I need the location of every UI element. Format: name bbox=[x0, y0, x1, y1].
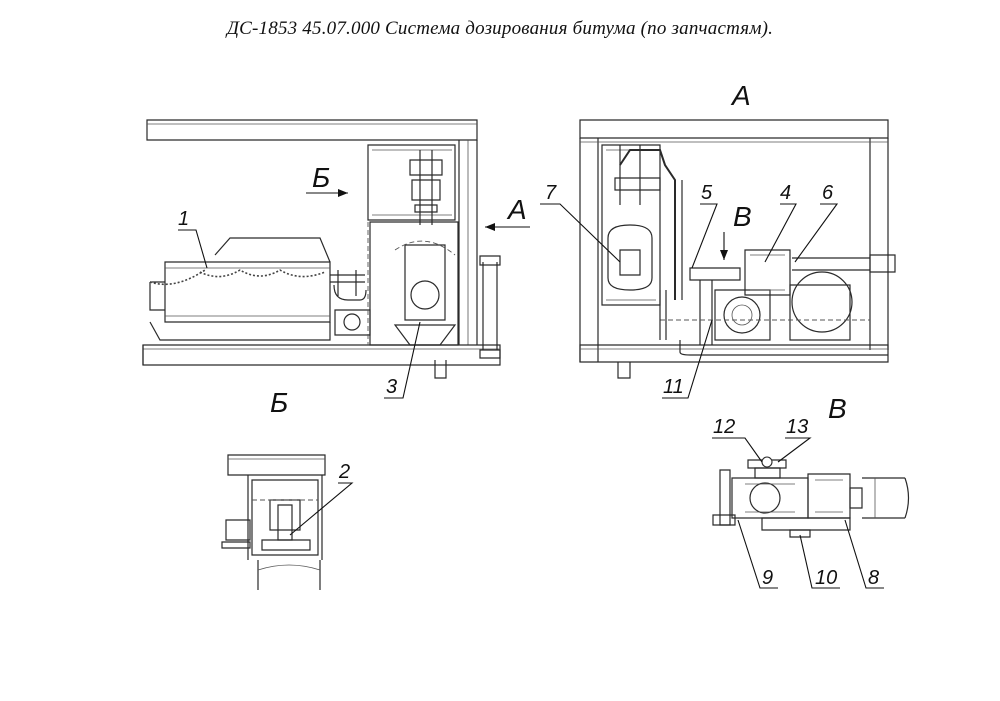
callout-10: 10 bbox=[799, 534, 840, 589]
view-v-title: В bbox=[828, 393, 847, 424]
view-b-title: Б bbox=[270, 387, 288, 418]
callout-3: 3 bbox=[384, 321, 421, 399]
arrow-b-label: Б bbox=[312, 162, 330, 193]
svg-text:13: 13 bbox=[786, 416, 808, 438]
arrow-a-label: А bbox=[506, 194, 527, 225]
svg-text:7: 7 bbox=[545, 182, 557, 204]
callout-8: 8 bbox=[844, 519, 884, 589]
arrow-v-label: В bbox=[733, 201, 752, 232]
svg-text:3: 3 bbox=[386, 376, 397, 398]
callout-2: 2 bbox=[289, 461, 354, 536]
callout-13: 13 bbox=[777, 416, 812, 463]
svg-text:9: 9 bbox=[762, 567, 773, 589]
svg-text:10: 10 bbox=[815, 567, 837, 589]
callout-11: 11 bbox=[662, 319, 713, 399]
left-main-view bbox=[142, 119, 501, 379]
view-b bbox=[221, 454, 326, 590]
svg-text:6: 6 bbox=[822, 182, 834, 204]
callout-9: 9 bbox=[737, 519, 778, 589]
callout-7: 7 bbox=[540, 182, 621, 263]
callout-4: 4 bbox=[764, 182, 797, 263]
section-arrow-a: А bbox=[485, 194, 530, 231]
view-v bbox=[712, 456, 910, 538]
callout-1: 1 bbox=[178, 208, 208, 269]
page-title: ДС-1853 45.07.000 Система дозирования би… bbox=[226, 18, 774, 39]
callout-12: 12 bbox=[712, 416, 763, 463]
svg-text:1: 1 bbox=[178, 208, 189, 230]
svg-text:12: 12 bbox=[713, 416, 735, 438]
view-a-title: А bbox=[730, 80, 751, 111]
svg-text:2: 2 bbox=[338, 461, 350, 483]
svg-text:4: 4 bbox=[780, 182, 791, 204]
callout-5: 5 bbox=[691, 182, 718, 269]
callout-6: 6 bbox=[794, 182, 839, 263]
svg-text:5: 5 bbox=[701, 182, 713, 204]
section-arrow-v: В bbox=[720, 201, 752, 260]
view-a bbox=[579, 119, 896, 379]
section-arrow-b: Б bbox=[306, 162, 348, 197]
svg-text:8: 8 bbox=[868, 567, 879, 589]
svg-text:11: 11 bbox=[663, 376, 684, 398]
